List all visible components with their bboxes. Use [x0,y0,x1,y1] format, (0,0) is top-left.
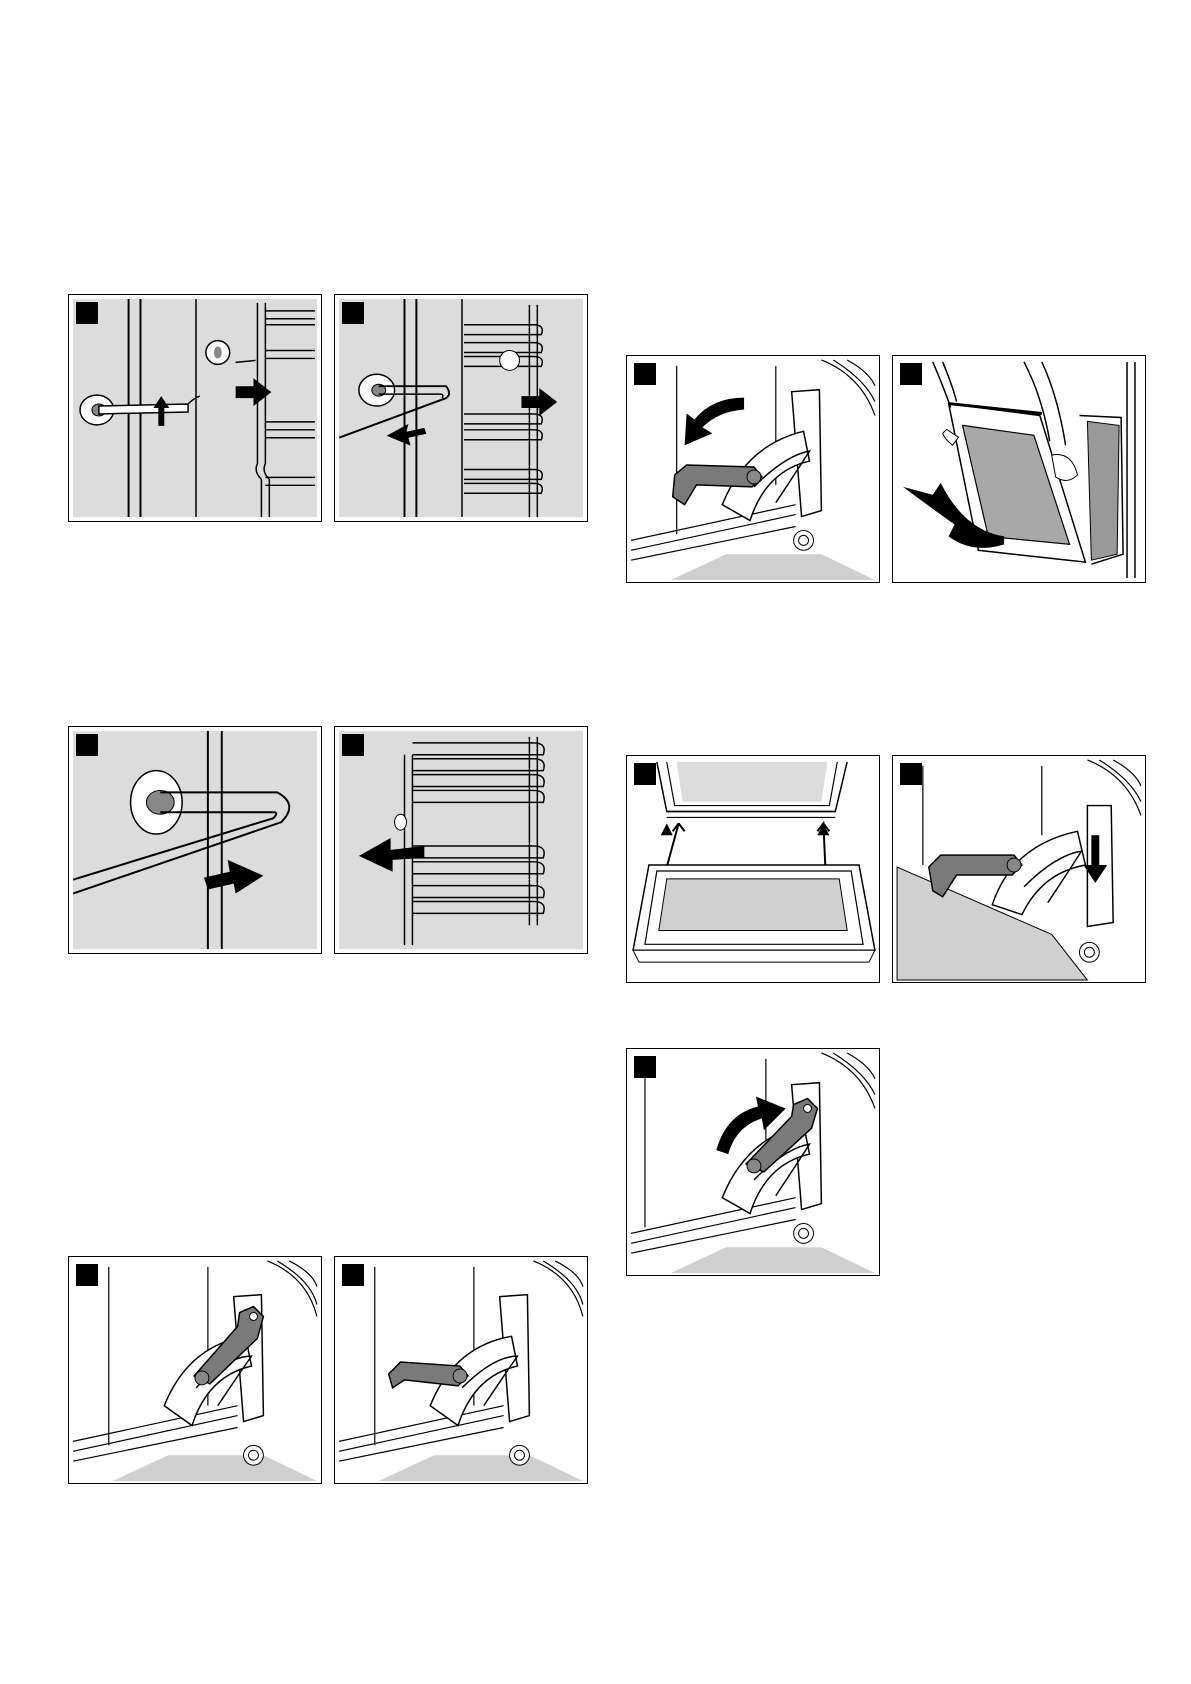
rack-hook-lift-icon [69,295,321,521]
hinge-push-down-icon [893,756,1145,982]
figure-door-3 [626,755,880,983]
figure-door-4 [892,755,1146,983]
lever-fold-down-icon [627,356,879,582]
figure-hinge-1 [68,1256,322,1484]
rack-hook-insert-icon [69,727,321,953]
step-marker [76,1264,98,1286]
step-marker [76,302,98,324]
step-marker [342,1264,364,1286]
figure-rack-4 [334,726,588,954]
step-marker [342,734,364,756]
rack-attach-icon [335,727,587,953]
door-remove-icon [893,356,1145,582]
step-marker [342,302,364,324]
hinge-lever-flat-icon [335,1257,587,1483]
step-marker [900,763,922,785]
figure-door-5 [626,1048,880,1276]
step-marker [900,363,922,385]
figure-rack-3 [68,726,322,954]
figure-hinge-2 [334,1256,588,1484]
step-marker [634,363,656,385]
step-marker [76,734,98,756]
figure-door-1 [626,355,880,583]
step-marker [634,1056,656,1078]
step-marker [634,763,656,785]
figure-door-2 [892,355,1146,583]
hinge-lever-up-icon [69,1257,321,1483]
rack-hook-pull-icon [335,295,587,521]
figure-rack-1 [68,294,322,522]
figure-rack-2 [334,294,588,522]
door-glass-insert-icon [627,756,879,982]
lever-fold-up-icon [627,1049,879,1275]
